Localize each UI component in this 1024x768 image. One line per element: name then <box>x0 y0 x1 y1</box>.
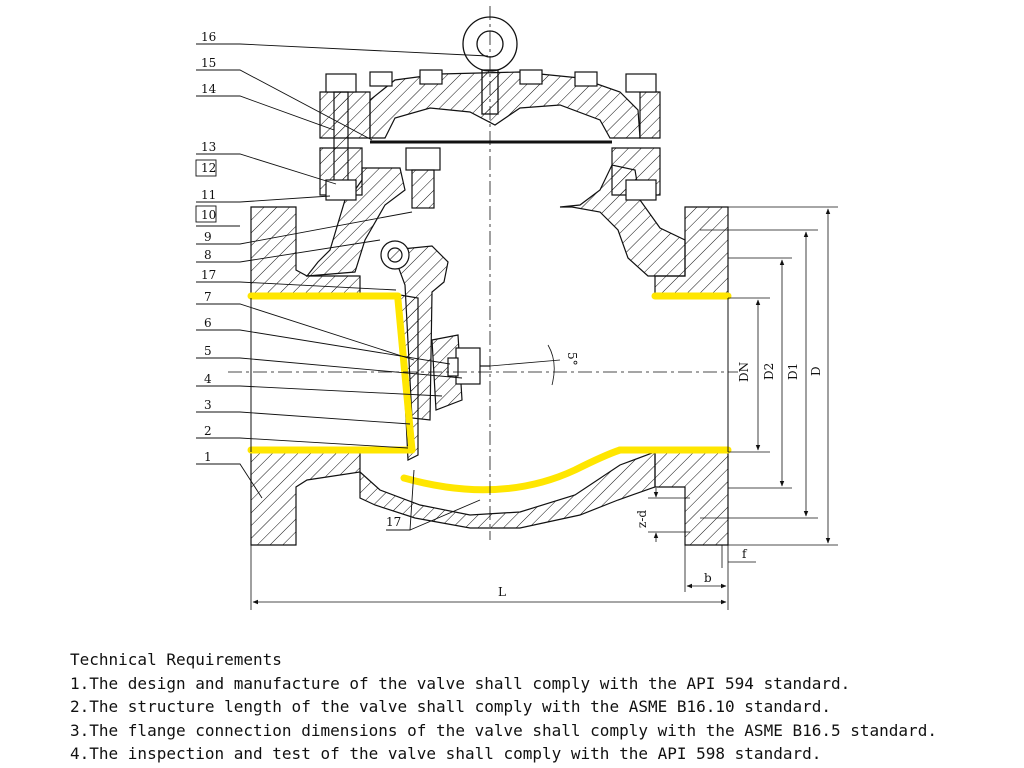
swing-check-valve-drawing: L b f DN D2 D1 D z-d 5° 16 15 14 13 <box>195 6 838 610</box>
requirement-4: 4.The inspection and test of the valve s… <box>70 744 822 763</box>
callout-leaders <box>195 43 489 531</box>
callout-14: 14 <box>201 82 217 96</box>
dim-label-DN: DN <box>737 362 751 382</box>
cover-bolts <box>325 69 657 209</box>
dim-label-angle: 5° <box>565 352 579 366</box>
dim-label-b: b <box>704 571 712 585</box>
callout-17-top: 17 <box>201 268 216 282</box>
dim-label-f: f <box>742 547 748 561</box>
callout-6: 6 <box>204 316 212 330</box>
dim-label-bolt-holes: z-d <box>635 510 649 528</box>
callout-1: 1 <box>204 450 212 464</box>
callout-3: 3 <box>204 398 212 412</box>
callout-4: 4 <box>204 372 212 386</box>
callout-8: 8 <box>204 248 212 262</box>
dim-label-L: L <box>498 585 506 599</box>
callout-5: 5 <box>204 344 212 358</box>
callout-10: 10 <box>201 208 216 222</box>
callout-9: 9 <box>204 230 212 244</box>
technical-requirements: Technical Requirements 1.The design and … <box>70 648 1010 766</box>
requirement-3: 3.The flange connection dimensions of th… <box>70 720 937 740</box>
dim-label-D: D <box>809 366 823 376</box>
dim-label-D2: D2 <box>762 363 776 380</box>
dim-label-D1: D1 <box>786 363 800 380</box>
callout-17-bottom: 17 <box>386 515 401 529</box>
dimension-lines <box>250 206 838 610</box>
callout-2: 2 <box>204 424 212 438</box>
requirement-1: 1.The design and manufacture of the valv… <box>70 673 851 693</box>
hinge-pin <box>380 240 410 270</box>
callout-15: 15 <box>201 56 216 70</box>
centerlines <box>228 6 738 540</box>
seat-highlight <box>247 292 732 494</box>
requirement-2: 2.The structure length of the valve shal… <box>70 697 831 716</box>
callout-16: 16 <box>201 30 216 44</box>
callout-7: 7 <box>204 290 212 304</box>
callout-11: 11 <box>201 188 216 202</box>
callout-13: 13 <box>201 140 216 154</box>
technical-requirements-heading: Technical Requirements <box>70 650 282 669</box>
callout-12: 12 <box>201 161 216 175</box>
callout-labels: 16 15 14 13 12 11 10 9 8 17 7 6 5 4 3 2 … <box>201 30 401 529</box>
